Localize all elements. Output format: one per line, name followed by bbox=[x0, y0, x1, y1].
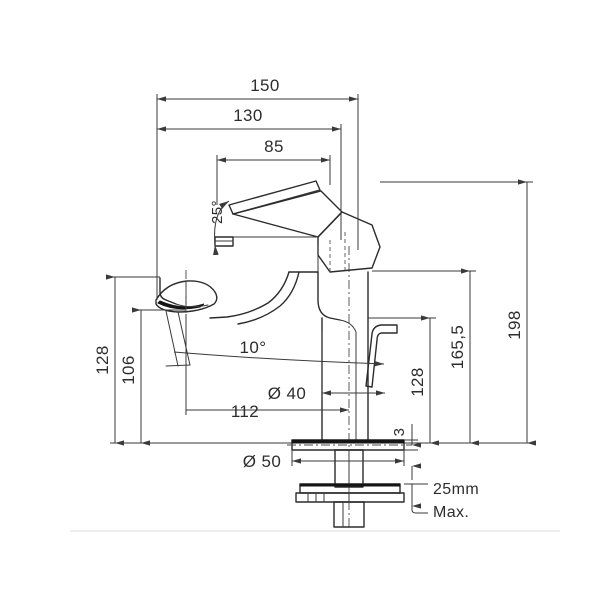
dim-label-3: 3 bbox=[391, 428, 408, 437]
dim-label-130: 130 bbox=[233, 106, 263, 125]
mounting-hardware bbox=[295, 483, 405, 528]
dim-label-128-left: 128 bbox=[93, 345, 112, 375]
dim-label-150: 150 bbox=[250, 76, 280, 95]
dim-label-85: 85 bbox=[264, 137, 284, 156]
base-plate bbox=[287, 439, 412, 451]
dimension-group-thickness-3: 3 bbox=[391, 424, 421, 451]
dim-label-25-degrees: 25° bbox=[209, 200, 226, 224]
note-label-25mm: 25mm bbox=[433, 481, 479, 498]
dimension-group-center: 10° Ø 40 112 Ø 50 bbox=[173, 314, 405, 471]
leader-line-max bbox=[411, 506, 428, 514]
dim-arc-25 bbox=[213, 200, 230, 256]
dimension-group-right: 128 165,5 198 bbox=[368, 179, 536, 446]
dim-line-10-degrees bbox=[173, 351, 385, 367]
handle-hub bbox=[317, 211, 381, 273]
note-max-thickness: 25mm Max. bbox=[404, 463, 479, 521]
dim-label-112: 112 bbox=[231, 402, 259, 421]
threaded-shank bbox=[334, 449, 364, 488]
dimension-group-angle-25: 25° bbox=[209, 200, 230, 256]
lever-handle bbox=[214, 180, 343, 247]
dim-label-198: 198 bbox=[505, 310, 524, 340]
dim-label-165-5: 165,5 bbox=[448, 325, 467, 370]
note-label-max: Max. bbox=[433, 504, 469, 521]
dim-label-dia-40: Ø 40 bbox=[268, 384, 306, 403]
spout-outlet-aerator bbox=[155, 270, 218, 314]
dim-label-10-degrees: 10° bbox=[240, 338, 267, 357]
dim-label-128-right: 128 bbox=[408, 367, 427, 397]
dim-label-106-left: 106 bbox=[119, 355, 138, 385]
dimension-group-left: 128 106 bbox=[93, 274, 292, 446]
tap-geometry bbox=[155, 180, 412, 528]
dimension-group-top: 150 130 85 bbox=[156, 76, 359, 300]
popup-waste-lift-rod bbox=[365, 324, 398, 388]
dim-label-dia-50: Ø 50 bbox=[243, 452, 281, 471]
